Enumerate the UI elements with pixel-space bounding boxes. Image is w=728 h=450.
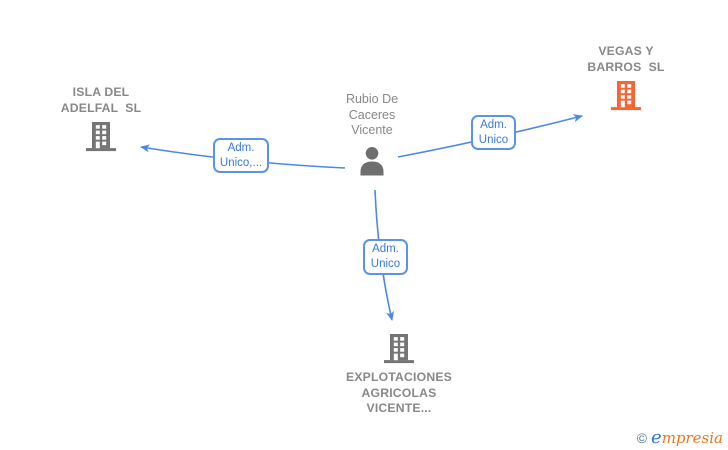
company-name-line: BARROS SL — [587, 59, 665, 74]
person-name-line: Caceres — [348, 107, 396, 122]
edge-label-adm-unico-top-right[interactable]: Adm. Unico — [471, 115, 516, 150]
building-icon — [86, 122, 116, 152]
company-name-line: AGRICOLAS — [361, 385, 437, 400]
company-name-line: EXPLOTACIONES — [346, 370, 452, 384]
person-icon — [360, 146, 384, 175]
company-name-line: VICENTE... — [366, 401, 432, 415]
edge-label-line: Adm. — [480, 118, 507, 131]
person-name-line: Rubio De — [345, 92, 399, 106]
node-person-rubio-de-caceres-vicente[interactable]: Rubio De Caceres Vicente — [322, 92, 422, 178]
company-name-line: ADELFAL SL — [60, 100, 142, 115]
building-icon — [384, 334, 414, 364]
node-company-explotaciones-agricolas[interactable]: EXPLOTACIONES AGRICOLAS VICENTE... — [324, 333, 474, 417]
company-name-line: VEGAS Y — [598, 44, 654, 58]
edge-label-adm-unico-left[interactable]: Adm. Unico,... — [213, 138, 269, 173]
copyright-icon: © — [636, 430, 648, 446]
edge-label-line: Adm. — [372, 243, 399, 255]
person-name-line: Vicente — [351, 123, 393, 137]
company-name-line: ISLA DEL — [72, 85, 130, 99]
edge-label-line: Unico — [478, 133, 509, 146]
edge-label-line: Adm. — [227, 141, 255, 154]
edge-label-adm-unico-bottom[interactable]: Adm. Unico — [363, 239, 408, 275]
node-company-vegas-y-barros[interactable]: VEGAS Y BARROS SL — [565, 44, 687, 111]
node-company-isla-del-adelfal[interactable]: ISLA DEL ADELFAL SL — [40, 85, 162, 152]
building-icon — [611, 81, 641, 111]
empresia-logo[interactable]: © e mpresia — [636, 427, 723, 448]
empresia-logo-text: mpresia — [661, 429, 723, 447]
edge-label-line: Unico,... — [219, 156, 263, 169]
empresia-logo-e: e — [651, 427, 662, 448]
edge-label-line: Unico — [370, 258, 401, 270]
